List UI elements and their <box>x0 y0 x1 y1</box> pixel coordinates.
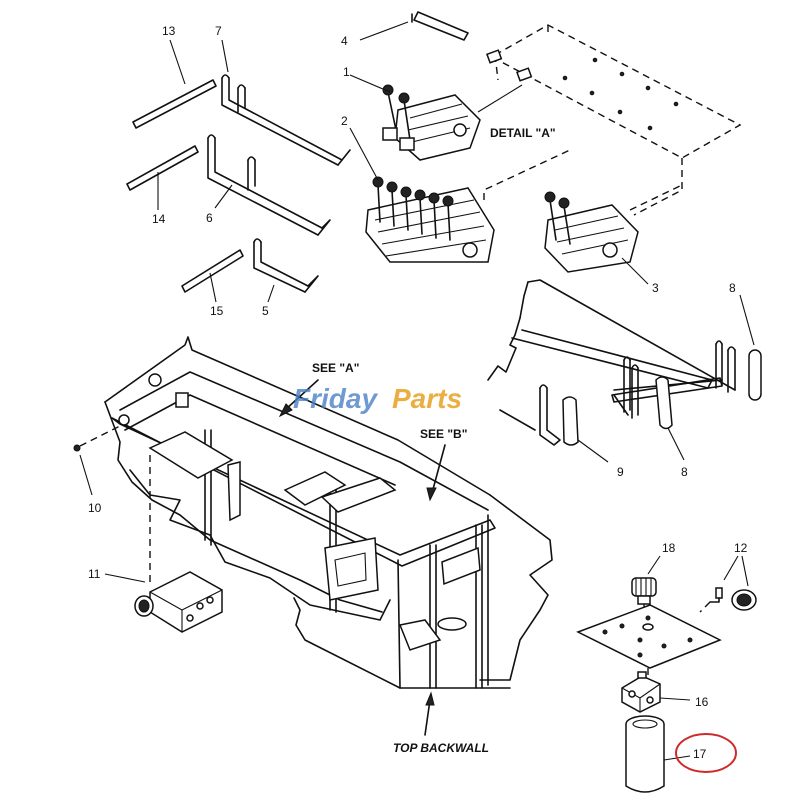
callout-18: 18 <box>662 541 676 555</box>
part-12-fitting <box>699 587 757 613</box>
callout-7: 7 <box>215 24 222 38</box>
watermark-friday-text: Friday <box>293 383 378 414</box>
callout-4: 4 <box>341 34 348 48</box>
part-2-valve-bank <box>365 149 571 263</box>
part-17-filter-element <box>625 715 665 793</box>
filter-mount-plate <box>576 604 722 680</box>
part-7-linkage <box>221 74 351 166</box>
part-1-valve <box>382 84 523 161</box>
callout-14: 14 <box>152 212 166 226</box>
callout-17: 17 <box>693 747 707 761</box>
callout-6: 6 <box>206 211 213 225</box>
callout-10: 10 <box>88 501 102 515</box>
part-10-pin <box>73 425 121 452</box>
callout-8a: 8 <box>729 281 736 295</box>
part-13-rod <box>132 79 217 129</box>
part-5-linkage <box>253 238 319 293</box>
callout-12: 12 <box>734 541 748 555</box>
detail-a-label: DETAIL "A" <box>490 126 556 140</box>
callout-16: 16 <box>695 695 709 709</box>
see-b-label: SEE "B" <box>420 427 467 441</box>
see-a-label: SEE "A" <box>312 361 359 375</box>
callout-8b: 8 <box>681 465 688 479</box>
part-8-grip-bottom <box>655 376 673 430</box>
part-15-rod <box>181 249 244 293</box>
main-console <box>104 336 553 689</box>
part-18-cap <box>631 577 657 622</box>
callout-9: 9 <box>617 465 624 479</box>
part-4-rod <box>359 11 469 41</box>
callout-17-highlight-circle <box>675 733 737 773</box>
part-14-rod <box>126 145 199 191</box>
callout-1: 1 <box>343 65 350 79</box>
callout-11: 11 <box>88 567 101 581</box>
callout-3: 3 <box>652 281 659 295</box>
right-linkage-assembly <box>487 279 736 446</box>
fridayparts-watermark: Friday Parts <box>293 383 462 414</box>
callout-13: 13 <box>162 24 176 38</box>
part-9-grip <box>562 396 579 446</box>
callout-5: 5 <box>262 304 269 318</box>
callout-2: 2 <box>341 114 348 128</box>
top-backwall-label: TOP BACKWALL <box>393 741 489 755</box>
part-6-linkage <box>207 134 331 236</box>
watermark-parts-text: Parts <box>392 383 462 414</box>
detail-a-panel <box>486 24 742 216</box>
part-16-head <box>621 671 661 713</box>
part-11-box <box>134 455 223 633</box>
callout-15: 15 <box>210 304 224 318</box>
part-8-grip-top <box>748 349 762 401</box>
part-3-valve <box>544 184 683 273</box>
